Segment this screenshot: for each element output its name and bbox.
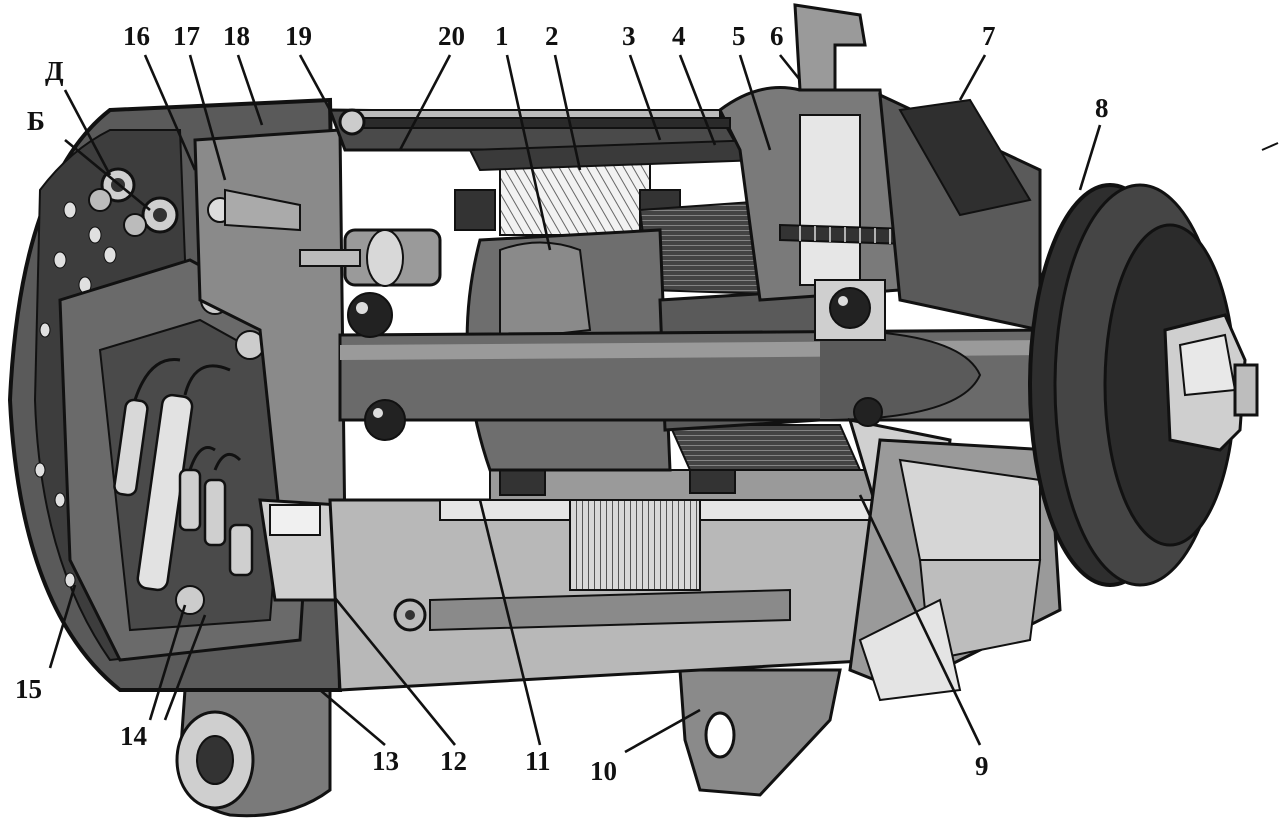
pulley — [1028, 183, 1259, 587]
leader-19 — [298, 54, 332, 111]
leader-6 — [778, 54, 802, 81]
rear-bearing — [347, 292, 406, 441]
callout-14: 14 — [120, 721, 147, 751]
leader-2 — [553, 54, 582, 171]
callout-5: 5 — [732, 21, 746, 51]
callout-8: 8 — [1095, 93, 1109, 123]
leader-17 — [188, 54, 227, 181]
leader-16 — [143, 54, 197, 171]
slip-rings — [299, 228, 442, 287]
callout-7: 7 — [982, 21, 996, 51]
leader-20 — [398, 54, 452, 151]
stray-mark — [1261, 142, 1279, 151]
tie-bolt-top — [338, 108, 731, 136]
front-bearing — [814, 279, 886, 427]
callout-4: 4 — [672, 21, 686, 51]
mounting-foot-rear — [175, 688, 332, 818]
callout-10: 10 — [590, 756, 617, 786]
callout-3: 3 — [622, 21, 636, 51]
leader-11 — [478, 499, 542, 746]
callout-2: 2 — [545, 21, 559, 51]
leader-b — [64, 138, 151, 212]
callout-d: Д — [45, 56, 64, 86]
callout-9: 9 — [975, 751, 989, 781]
callout-15: 15 — [15, 674, 42, 704]
front-cover — [718, 3, 952, 532]
leader-12 — [333, 597, 457, 746]
leader-5 — [738, 54, 772, 151]
terminal-b — [141, 196, 179, 234]
leader-3 — [628, 54, 662, 141]
leader-14a — [148, 604, 187, 721]
leader-18 — [236, 54, 264, 126]
leader-10 — [624, 708, 701, 754]
leader-8 — [1078, 124, 1102, 191]
leader-4 — [678, 54, 717, 146]
leader-14b — [163, 614, 207, 721]
rotor-shaft — [338, 328, 1062, 422]
tie-bolt-bottom — [393, 598, 427, 632]
callout-16: 16 — [123, 21, 150, 51]
callout-13: 13 — [372, 746, 399, 776]
callout-11: 11 — [525, 746, 551, 776]
callout-1: 1 — [495, 21, 509, 51]
callout-20: 20 — [438, 21, 465, 51]
callout-18: 18 — [223, 21, 250, 51]
mounting-foot-front — [678, 668, 842, 797]
leader-d — [63, 89, 112, 176]
leader-lines — [48, 54, 1102, 754]
brush-holder-plate — [193, 128, 347, 602]
leader-13 — [319, 689, 386, 746]
stator-winding-top — [454, 138, 802, 297]
leader-15 — [48, 584, 77, 669]
leader-9 — [858, 494, 982, 746]
callout-6: 6 — [770, 21, 784, 51]
callout-17: 17 — [173, 21, 200, 51]
fan — [848, 92, 1062, 702]
leader-1 — [505, 54, 552, 251]
leader-7 — [958, 54, 987, 101]
callout-labels: 1 2 3 4 5 6 7 8 9 10 11 12 13 14 15 16 1… — [15, 21, 1109, 786]
rectifier-compartment — [58, 258, 322, 662]
callout-19: 19 — [285, 21, 312, 51]
callout-12: 12 — [440, 746, 467, 776]
callout-b: Б — [27, 106, 45, 136]
